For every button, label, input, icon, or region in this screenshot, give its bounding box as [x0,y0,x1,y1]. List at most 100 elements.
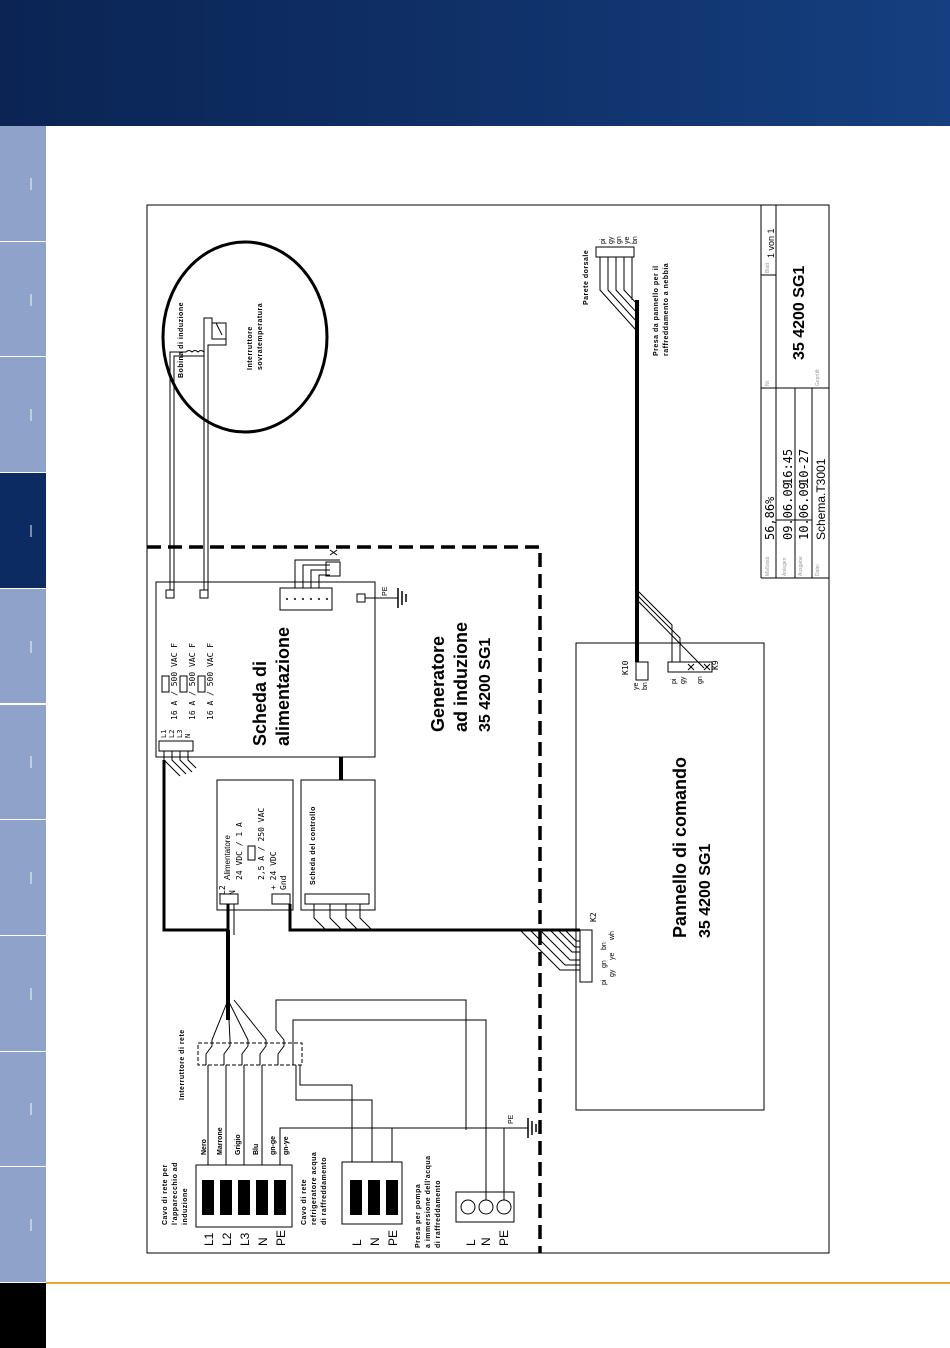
power-board-title-1: Scheda di [250,661,270,746]
bw-wire-gn: gn [616,236,623,244]
bw-wire-gy: gy [608,236,615,244]
power-supply-unit [216,779,294,911]
power-board-title-2: alimentazione [273,627,293,746]
sidebar-tab-marker [30,1103,32,1116]
sidebar-tab-marker [30,756,32,769]
k10-wire-bn: bn [642,682,649,690]
mains-terminal-block [195,1164,293,1228]
fog-socket-label-2: raffreddamento a nebbia [663,263,670,356]
sidebar-tab-10[interactable] [0,1167,46,1283]
pb-terminal-l3: L3 [176,730,184,738]
mains-cable-label-1: Cavo di rete per [162,1164,169,1225]
sidebar-tab-3[interactable] [0,357,46,474]
sidebar-tab-marker [30,987,32,1000]
psu-gnd: Gnd [279,875,288,890]
psu-fuse: 2,5 A / 250 VAC [257,808,266,880]
tb-drawing-no: 35 4200 SG1 [791,266,808,360]
fuse-label-3: 16 A / 500 VAC F [206,643,215,720]
control-board [300,779,376,911]
sidebar-tab-8[interactable] [0,935,46,1052]
k2-wire-pi: pi [601,979,608,985]
k9-wire-pi: pi [671,678,678,684]
cooler-terminal-n: N [368,1237,382,1246]
footer-rule [46,1282,950,1284]
panel-k2: K2 [589,912,598,922]
mains-terminal-l2: L2 [220,1232,234,1246]
power-board-connector [279,587,333,611]
control-panel [575,642,765,1111]
pump-socket [455,1191,515,1223]
k9-wire-gy: gy [680,676,687,684]
generator-code: 35 4200 SG1 [477,638,494,732]
wire-nero: Nero [201,1139,208,1155]
cooler-label-3: di raffreddamento [321,1157,328,1225]
psu-in-l: L2 [218,885,227,895]
sidebar-tab-5[interactable] [0,588,46,705]
coil-detail-circle [161,240,329,434]
wire-gn-ge: gn-ge [270,1136,277,1155]
tb-issued-label: Ausgabe [798,556,804,576]
generator-enclosure [147,545,542,1253]
tb-file: Schema.T3001 [814,458,828,540]
cooler-terminal-l: L [350,1239,364,1246]
title-block: Maßstab 56,86% Anlegen 09.06.09 16:45 Au… [760,205,829,579]
control-board-title: Scheda del controllo [310,806,317,885]
psu-in-n: N [228,890,237,895]
pb-terminal-l1: L1 [160,730,168,738]
coil-symbol [185,350,205,353]
tb-issued-date: 10.06.09 [797,482,811,540]
pump-terminal-l: L [464,1239,478,1246]
coil-label: Bobina di induzione [178,302,185,378]
sidebar-tab-9[interactable] [0,1051,46,1168]
pb-terminal-l2: L2 [168,730,176,738]
pump-terminal-pe: PE [497,1230,511,1246]
sidebar-bottom-block [0,1283,46,1348]
wire-gn-ye: gn-ye [283,1136,290,1155]
psu-title: Alimentatore [223,835,232,880]
mains-switch [197,1042,303,1066]
sidebar-tab-1[interactable] [0,126,46,242]
fuse-label-1: 16 A / 500 VAC F [170,643,179,720]
mains-switch-label: Interruttore di rete [179,1029,186,1100]
panel-title: Pannello di comando [670,757,690,938]
tb-issued-time: 10-27 [797,449,811,485]
back-wall-label: Parete dorsale [583,250,590,305]
fog-socket-label-1: Presa da pannello per il [653,265,660,356]
tb-created-time: 16:45 [781,449,795,485]
generator-label-2: ad induzione [451,622,471,732]
mains-cable-label-2: l'apparecchio ad [172,1162,179,1225]
mains-terminal-pe: PE [274,1230,288,1246]
sidebar-tab-6[interactable] [0,704,46,821]
drawing-frame [146,204,830,1254]
tb-file-label: Datei [815,564,821,576]
cooler-terminal-pe: PE [386,1230,400,1246]
sidebar-tab-2[interactable] [0,241,46,358]
sidebar-tab-7[interactable] [0,820,46,936]
panel-k10: K10 [621,660,630,675]
panel-k9: K9 [711,660,720,670]
generator-label-1: Generatore [428,636,448,732]
sidebar-tab-marker [30,409,32,422]
cooler-label-2: refrigeratore acqua [311,1152,318,1225]
psu-out: + 24 VDC [269,851,278,890]
k2-wire-ye: ye [609,953,616,961]
tb-scale: 56,86% [763,496,777,540]
sidebar-tab-4[interactable] [0,473,46,589]
panel-code: 35 4200 SG1 [697,844,714,938]
mains-cable-label-3: induzione [182,1188,189,1225]
k9-wire-gn: gn [697,676,704,684]
pump-label-1: Presa per pompa [415,1184,422,1248]
k2-wire-bn: bn [601,942,608,950]
overtemp-switch-label-2: sovratemperatura [257,303,264,370]
pump-label-2: a immersione dell'acqua [425,1155,432,1248]
sidebar-tabs [0,126,46,1348]
power-board-pe: PE [382,586,389,596]
sidebar-tab-marker [30,524,32,537]
pb-terminal-n: N [184,734,192,738]
sidebar-tab-marker [30,640,32,653]
k2-wire-wh: wh [609,931,616,941]
sidebar-tab-marker [30,293,32,306]
sidebar-tab-marker [30,1219,32,1232]
cooler-terminal-block [341,1161,403,1225]
